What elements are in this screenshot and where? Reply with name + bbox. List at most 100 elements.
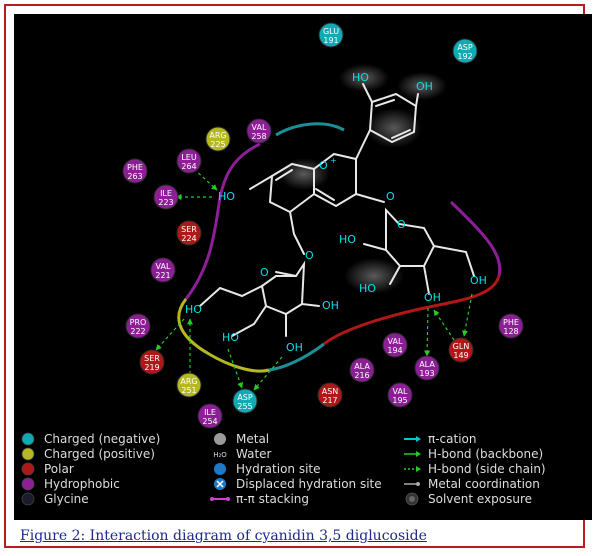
legend-item-solvent: Solvent exposure [405,492,532,506]
legend-item-hbond-backbone: H-bond (backbone) [404,447,543,461]
residue-name: ASP [457,43,473,52]
residue-name: LEU [181,153,197,162]
ligand-atom-label: HO [352,71,369,84]
legend-item-pipi: π-π stacking [210,492,309,506]
residue-name: VAL [393,387,408,396]
residue-number: 195 [392,396,407,405]
legend-item-hydrophobic: Hydrophobic [21,477,120,491]
displaced-marker-icon [214,478,226,490]
residue-circle [246,118,272,144]
residue-name: GLN [453,342,470,351]
hbond-backbone-marker-icon [404,451,421,457]
residue-circle [232,388,258,414]
residue-circle [387,382,413,408]
residue-circle [318,22,344,48]
legend-item-charged-negative: Charged (negative) [21,432,160,446]
metal-marker-icon [214,433,226,445]
residue-circle [317,382,343,408]
ligand-atom-label: HO [339,233,356,246]
legend-label: Solvent exposure [428,492,532,506]
pocket-outline-teal [275,122,345,137]
residue-name: ARG [180,377,197,386]
legend-label: Charged (negative) [44,432,160,446]
residue-number: 255 [237,402,252,411]
legend-item-pication: π-cation [404,432,477,446]
ligand-atom-label: O [305,249,314,262]
pocket-outline-yellow [177,298,270,373]
hbond-ala193 [424,307,431,357]
pocket-outline-purple-left [184,142,261,300]
residue-number: 216 [354,371,369,380]
hbond-leu264 [193,168,218,191]
legend-label: Displaced hydration site [236,477,382,491]
ligand-atom-label: OH [470,274,487,287]
legend-label: Hydration site [236,462,321,476]
residue-name: PHE [503,318,519,327]
residue-name: PHE [127,163,143,172]
legend-label: H-bond (side chain) [428,462,546,476]
residue-circle [153,184,179,210]
residue-circle [452,38,478,64]
metalcoord-marker-icon [404,482,420,486]
solvent-marker-icon [405,492,419,506]
residue-number: 219 [144,363,159,372]
legend: Charged (negative)Charged (positive)Pola… [21,432,546,506]
residue-number: 258 [251,132,266,141]
residue-number: 264 [181,162,196,171]
residue-number: 217 [322,396,337,405]
hbond-gln149-a [433,309,455,341]
figure-caption: Figure 2: Interaction diagram of cyanidi… [16,524,584,548]
residue-circle [382,332,408,358]
ligand-atom-label: OH [286,341,303,354]
ligand-skeleton [199,83,475,337]
pocket-outline [177,122,502,373]
residue-circle [176,148,202,174]
residue-number: 222 [130,327,145,336]
glycine-marker-icon [21,492,35,506]
residue-name: ILE [160,189,172,198]
hbond-asp255-b [253,356,283,391]
residue-name: ILE [204,408,216,417]
residue-number: 223 [158,198,173,207]
legend-label: Water [236,447,272,461]
residue-circle [205,126,231,152]
ligand-atom-label: OH [322,299,339,312]
residue-number: 128 [503,327,518,336]
ligand-atom-label: OH [416,80,433,93]
pication-marker-icon [404,436,421,442]
residue-number: 221 [155,271,170,280]
residue-circle [498,313,524,339]
ligand-atom-label: OH [424,291,441,304]
legend-item-charged-positive: Charged (positive) [21,447,155,461]
residue-name: VAL [388,337,403,346]
legend-label: π-cation [428,432,477,446]
residue-circle [125,313,151,339]
ligand-atom-label: HO [359,282,376,295]
residue-number: 192 [457,52,472,61]
residue-name: VAL [252,123,267,132]
ligand-atom-label: + [330,156,337,165]
charged-positive-marker-icon [21,447,35,461]
